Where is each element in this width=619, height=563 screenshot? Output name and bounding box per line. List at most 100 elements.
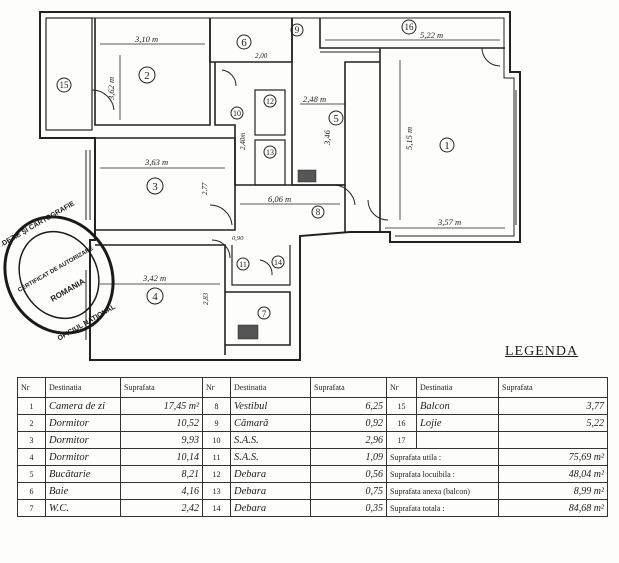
legend-row: 6 Baie 4,16 13 Debara 0,75 Suprafata ane… — [17, 482, 608, 500]
header-destinatia: Destinatia — [45, 377, 121, 398]
room-name: Dormitor — [45, 431, 121, 449]
svg-text:16: 16 — [405, 22, 415, 32]
room-name: S.A.S. — [230, 431, 311, 449]
door-swing — [481, 47, 501, 67]
svg-text:12: 12 — [266, 97, 274, 106]
dim-label: 5,15 m — [404, 127, 414, 150]
svg-text:5: 5 — [333, 113, 339, 125]
room-area: 0,92 — [310, 414, 387, 432]
room-area: 8,21 — [120, 465, 203, 483]
room-name: Dormitor — [45, 448, 121, 466]
room-area: 10,14 — [120, 448, 203, 466]
room-outline-2 — [94, 18, 211, 126]
dim-label: 2,00 — [255, 52, 268, 60]
room-name: Camera de zi — [45, 397, 121, 415]
room-name: Debara — [230, 499, 311, 517]
legend-row: 1 Camera de zi 17,45 m² 8 Vestibul 6,25 … — [17, 397, 608, 415]
row-nr: 9 — [202, 414, 231, 432]
dim-label: 3,46 — [322, 129, 332, 146]
dim-label: 3,63 m — [144, 157, 168, 167]
row-nr: 5 — [17, 465, 46, 483]
room-area: 0,75 — [310, 482, 387, 500]
room-outline-15 — [45, 17, 93, 131]
door-swing — [334, 184, 356, 206]
header-destinatia: Destinatia — [230, 377, 311, 398]
header-suprafata: Suprafata — [310, 377, 387, 398]
dim-label: 3,42 m — [142, 273, 166, 283]
summary-value: 84,68 m² — [498, 499, 608, 517]
door-swing — [209, 204, 233, 226]
room-marker-15: 15 — [56, 77, 72, 93]
outer-wall — [39, 11, 521, 361]
legend-table: Nr Destinatia Suprafata Nr Destinatia Su… — [17, 377, 608, 517]
room-name: Debara — [230, 482, 311, 500]
room-area — [498, 431, 608, 449]
svg-text:8: 8 — [316, 207, 321, 217]
inner-wall-line — [46, 17, 515, 237]
header-suprafata: Suprafata — [498, 377, 608, 398]
header-suprafata: Suprafata — [120, 377, 203, 398]
room-area: 0,35 — [310, 499, 387, 517]
header-nr: Nr — [386, 377, 417, 398]
row-nr: 2 — [17, 414, 46, 432]
svg-text:2: 2 — [144, 70, 150, 82]
svg-text:3: 3 — [152, 181, 158, 193]
room-marker-1: 1 — [439, 137, 455, 153]
room-area: 2,96 — [310, 431, 387, 449]
room-outline-8 — [235, 184, 346, 232]
row-nr: 12 — [202, 465, 231, 483]
room-name: Bucătarie — [45, 465, 121, 483]
legend-row: 7 W.C. 2,42 14 Debara 0,35 Suprafata tot… — [17, 499, 608, 517]
svg-text:4: 4 — [152, 291, 158, 303]
svg-text:9: 9 — [295, 25, 300, 35]
dim-label: 3,62 m — [106, 77, 116, 101]
row-nr: 15 — [386, 397, 417, 415]
dim-label: 2,40m — [239, 133, 247, 150]
header-nr: Nr — [17, 377, 46, 398]
room-marker-14: 14 — [271, 255, 285, 269]
room-area: 4,16 — [120, 482, 203, 500]
room-7-fixture — [237, 324, 259, 340]
row-nr: 17 — [386, 431, 417, 449]
svg-text:6: 6 — [241, 37, 247, 49]
door-swing — [91, 89, 115, 111]
legend-row: 4 Dormitor 10,14 11 S.A.S. 1,09 Suprafat… — [17, 448, 608, 466]
row-nr: 1 — [17, 397, 46, 415]
room-marker-11: 11 — [236, 257, 250, 271]
svg-text:ROMANIA: ROMANIA — [49, 277, 87, 304]
row-nr: 16 — [386, 414, 417, 432]
svg-text:CERTIFICAT DE AUTORIZARE: CERTIFICAT DE AUTORIZARE — [17, 246, 94, 294]
room-name: Baie — [45, 482, 121, 500]
room-marker-3: 3 — [146, 177, 164, 195]
door-swing — [367, 199, 389, 221]
room-outline-corridor — [214, 62, 236, 185]
door-swing — [221, 69, 237, 87]
svg-text:11: 11 — [239, 260, 247, 269]
legend-row: 2 Dormitor 10,52 9 Cămară 0,92 16 Lojie … — [17, 414, 608, 432]
dim-label: 5,22 m — [420, 30, 443, 40]
room-area: 17,45 m² — [120, 397, 203, 415]
summary-label: Suprafata totala : — [386, 499, 499, 517]
room-marker-10: 10 — [230, 106, 244, 120]
legend-row: 3 Dormitor 9,93 10 S.A.S. 2,96 17 — [17, 431, 608, 449]
summary-label: Suprafata anexa (balcon) — [386, 482, 499, 500]
summary-value: 48,04 m² — [498, 465, 608, 483]
svg-text:7: 7 — [262, 309, 267, 319]
room-name: Lojie — [416, 414, 499, 432]
room-outline-12 — [254, 89, 286, 136]
legend-title: LEGENDA — [505, 344, 579, 359]
room-area: 6,25 — [310, 397, 387, 415]
header-nr: Nr — [202, 377, 231, 398]
room-area: 9,93 — [120, 431, 203, 449]
row-nr: 8 — [202, 397, 231, 415]
room-marker-9: 9 — [290, 23, 304, 37]
room-area: 3,77 — [498, 397, 608, 415]
room-marker-5: 5 — [328, 110, 344, 126]
row-nr: 13 — [202, 482, 231, 500]
row-nr: 14 — [202, 499, 231, 517]
dim-label: 2,77 — [201, 182, 209, 195]
door-swing — [259, 259, 273, 276]
row-nr: 3 — [17, 431, 46, 449]
svg-text:10: 10 — [233, 109, 241, 118]
legend-header-row: Nr Destinatia Suprafata Nr Destinatia Su… — [17, 377, 608, 398]
